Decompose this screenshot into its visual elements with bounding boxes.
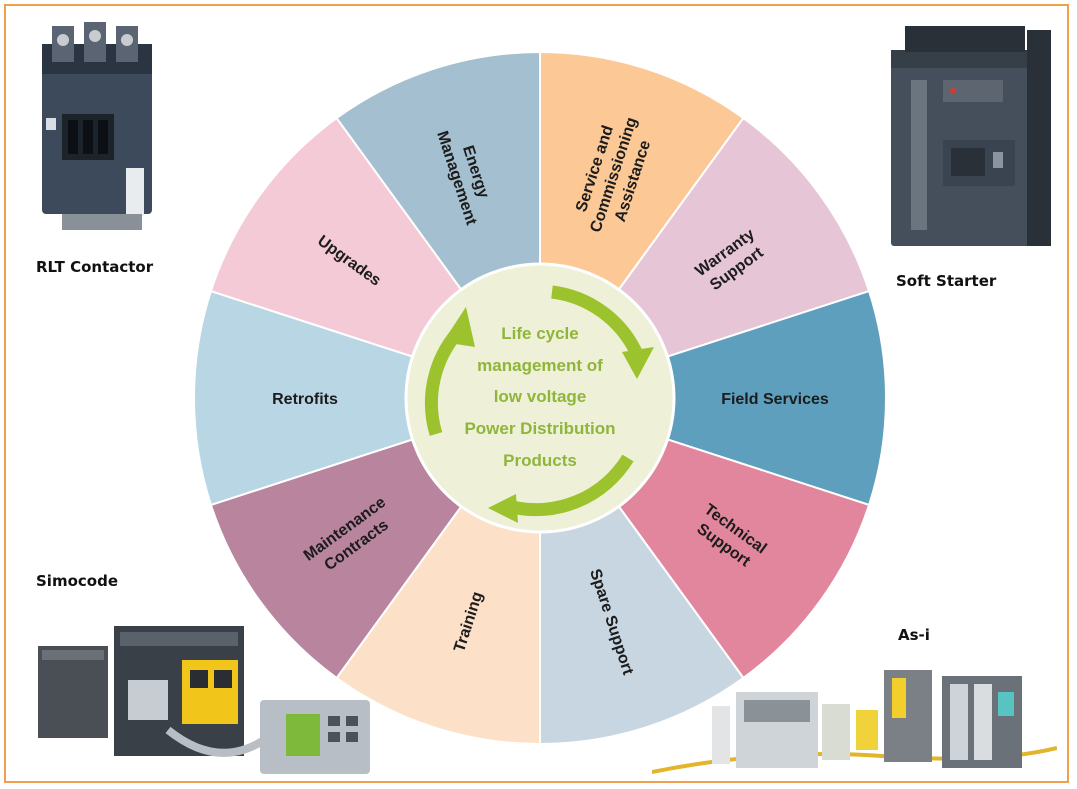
center-title: Life cycle management of low voltage Pow… <box>464 324 615 470</box>
center-line-1: Life cycle <box>501 324 579 343</box>
center-line-2: management of <box>477 356 603 375</box>
arrow-top-right <box>551 285 642 355</box>
center-circle <box>404 262 676 534</box>
rlt-contactor-image <box>28 18 168 240</box>
arrowhead-left <box>443 307 475 347</box>
soft-starter-image <box>885 20 1055 250</box>
wheel-sector-label-8: Retrofits <box>272 391 338 408</box>
as-i-label: As-i <box>898 626 930 644</box>
center-line-4: Power Distribution <box>464 419 615 438</box>
wheel-sector-3 <box>536 289 887 507</box>
rlt-contactor-label: RLT Contactor <box>36 258 154 276</box>
wheel-sector-label-3: Field Services <box>721 391 829 408</box>
center-line-5: Products <box>503 451 577 470</box>
frame-border <box>4 4 1069 783</box>
arrow-bottom <box>510 454 634 517</box>
wheel-sector-label-line: Retrofits <box>272 391 338 408</box>
arrowhead-bottom <box>488 494 518 523</box>
center-line-3: low voltage <box>494 387 587 406</box>
simocode-label: Simocode <box>36 572 118 590</box>
arrowhead-top-right <box>622 347 654 379</box>
as-i-image <box>651 648 1058 780</box>
wheel-sector-8 <box>193 289 544 507</box>
simocode-image <box>28 620 378 778</box>
wheel-sector-label-line: Field Services <box>721 391 829 408</box>
soft-starter-label: Soft Starter <box>896 272 997 290</box>
